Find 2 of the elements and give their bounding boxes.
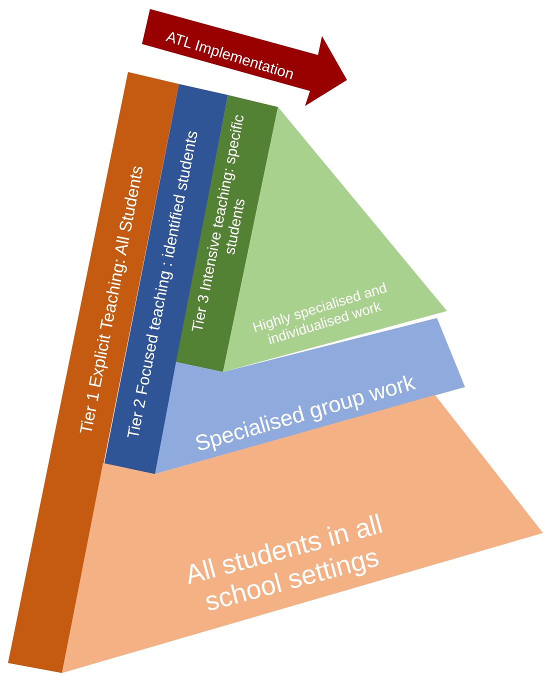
arrow-banner	[142, 9, 347, 106]
level-label: All students in all school settings	[181, 508, 387, 620]
